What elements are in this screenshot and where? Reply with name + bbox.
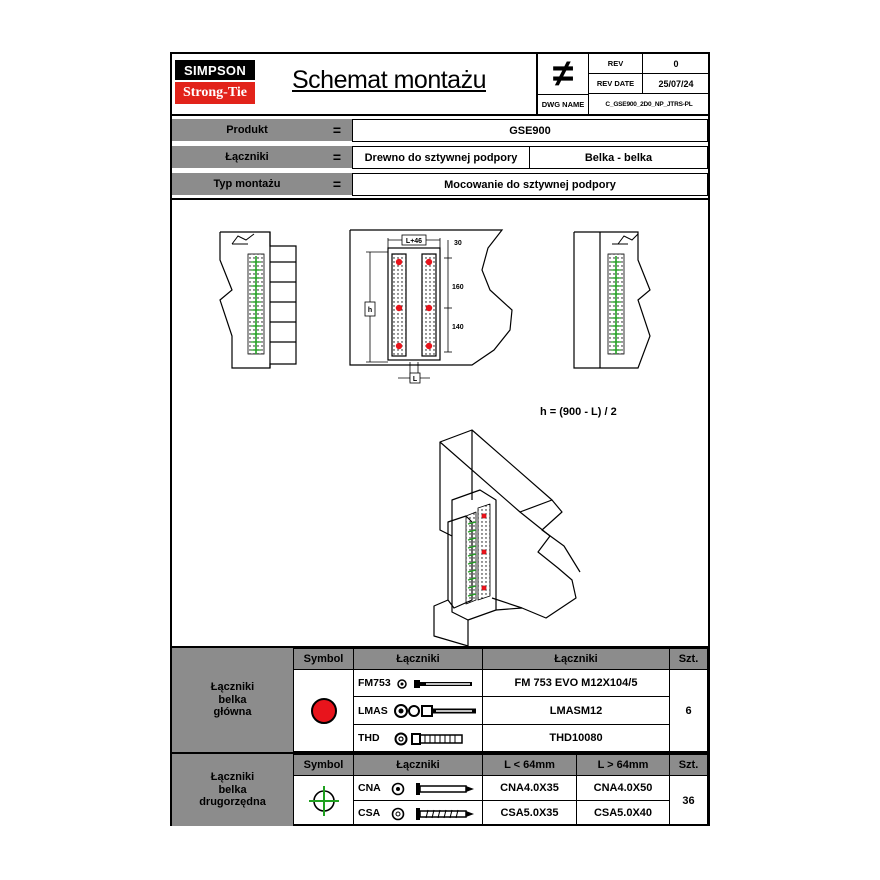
assembly-drawing: L+46 30 160 140 h L h = (900 - L) / 2 [219, 229, 651, 646]
brand-logo-bottom: Strong-Tie [175, 82, 255, 104]
rev-label: REV [589, 54, 643, 74]
fasteners-value-1: Drewno do sztywnej podpory [352, 146, 530, 169]
symbol-header: Symbol [293, 754, 354, 776]
products-header: Łączniki [482, 648, 670, 670]
secondary-symbol-cell [293, 775, 354, 826]
red-circle-icon [310, 697, 337, 724]
green-screws-right [611, 261, 621, 351]
rev-block: REV 0 REV DATE 25/07/24 C_GSE900_2D0_NP_… [588, 54, 709, 114]
dim-140: 140 [452, 324, 464, 331]
side-view-left [219, 231, 297, 369]
product-thd: THD10080 [482, 724, 670, 752]
isometric-screws [467, 521, 477, 597]
dim-30: 30 [454, 240, 462, 247]
thd-screw-icon [394, 732, 463, 746]
symbol-header: Symbol [293, 648, 354, 670]
fastener-code: FM753 [358, 677, 391, 689]
secondary-beam-table: Łączniki belka drugorzędna Symbol Łączni… [172, 752, 708, 826]
fasteners-header: Łączniki [353, 648, 483, 670]
green-screws-left [251, 261, 261, 351]
page-title: Schemat montażu [292, 66, 487, 94]
cna-short: CNA4.0X35 [482, 775, 577, 801]
product-value: GSE900 [352, 119, 708, 142]
dwg-name-value: C_GSE900_2D0_NP_JTRS-PL [605, 100, 693, 108]
fastener-code: THD [358, 732, 380, 744]
csa-short: CSA5.0X35 [482, 800, 577, 826]
fm753-anchor-icon [397, 679, 472, 689]
green-crosshair-icon [308, 785, 339, 816]
dim-L46: L+46 [406, 238, 422, 245]
product-lmas: LMASM12 [482, 696, 670, 725]
main-beam-table: Łączniki belka główna Symbol Łączniki Łą… [172, 646, 708, 752]
qty-header: Szt. [669, 648, 708, 670]
rev-date-label: REV DATE [589, 74, 643, 94]
fastener-row-thd: THD [353, 724, 483, 752]
col-gt-header: L > 64mm [576, 754, 670, 776]
equals-sign: = [322, 146, 352, 168]
fastener-row-fm753: FM753 [353, 669, 483, 697]
col-lt-header: L < 64mm [482, 754, 577, 776]
csa-long: CSA5.0X40 [576, 800, 670, 826]
height-formula: h = (900 - L) / 2 [540, 406, 617, 418]
fastener-row-cna: CNA [353, 775, 483, 801]
rev-value: 0 [643, 54, 709, 74]
symbol-box: ≠ DWG NAME [536, 54, 588, 114]
fasteners-header: Łączniki [353, 754, 483, 776]
csa-screw-icon [391, 807, 474, 821]
header: SIMPSON Strong-Tie Schemat montażu ≠ DWG… [172, 54, 709, 116]
mounting-type-value: Mocowanie do sztywnej podpory [352, 173, 708, 196]
brand-logo-top: SIMPSON [175, 60, 255, 80]
product-fm753: FM 753 EVO M12X104/5 [482, 669, 670, 697]
fastener-code: CSA [358, 807, 381, 819]
cna-nail-icon [391, 782, 474, 796]
dim-h: h [368, 307, 372, 314]
dwg-name-label: DWG NAME [538, 94, 588, 114]
fastener-code: LMAS [358, 705, 388, 717]
rev-date-value: 25/07/24 [643, 74, 709, 94]
fastener-row-lmas: LMAS [353, 696, 483, 725]
equals-sign: = [322, 119, 352, 141]
red-bolts-front [395, 258, 433, 350]
dim-160: 160 [452, 284, 464, 291]
secondary-group-label: Łączniki belka drugorzędna [172, 754, 293, 826]
isometric-view [433, 429, 581, 646]
fastener-row-csa: CSA [353, 800, 483, 826]
mounting-type-label: Typ montażu [172, 173, 322, 195]
main-symbol-cell [293, 669, 354, 752]
lmas-anchor-icon [394, 704, 476, 718]
side-view-right [573, 231, 651, 369]
fastener-code: CNA [358, 782, 381, 794]
fasteners-value-2: Belka - belka [529, 146, 708, 169]
not-equal-icon: ≠ [552, 53, 574, 95]
main-group-label: Łączniki belka główna [172, 648, 293, 752]
drawing-sheet: SIMPSON Strong-Tie Schemat montażu ≠ DWG… [170, 52, 710, 826]
fasteners-label: Łączniki [172, 146, 322, 168]
secondary-qty: 36 [669, 775, 708, 826]
main-qty: 6 [669, 669, 708, 752]
dim-L: L [413, 376, 418, 383]
product-label: Produkt [172, 119, 322, 141]
isometric-bolts [481, 513, 487, 591]
info-block: Produkt = GSE900 Łączniki = Drewno do sz… [172, 116, 708, 200]
cna-long: CNA4.0X50 [576, 775, 670, 801]
qty-header: Szt. [669, 754, 708, 776]
equals-sign: = [322, 173, 352, 195]
